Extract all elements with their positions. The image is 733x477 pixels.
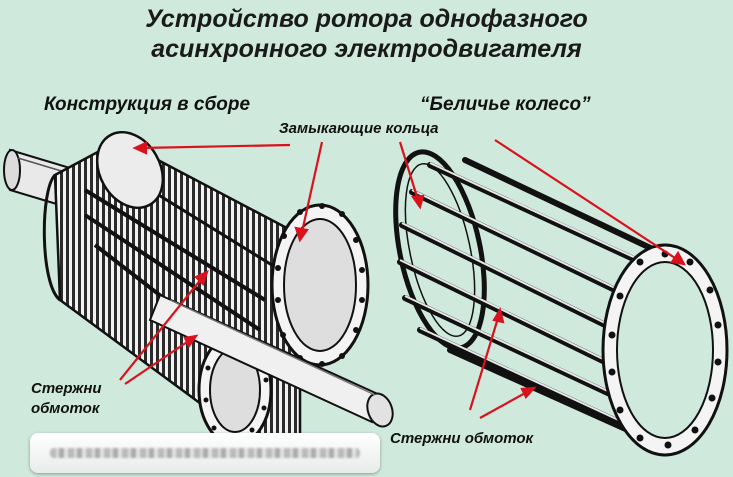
pointer-cage-back <box>398 141 420 201</box>
label-squirrel-cage: “Беличье колесо” <box>420 94 591 115</box>
pointer-cage-front <box>494 139 679 261</box>
shaft-right-end <box>148 293 394 428</box>
cage-bars <box>397 157 683 443</box>
label-closing-rings: Замыкающие кольца <box>279 120 439 137</box>
pointer-bar-left-2 <box>124 339 191 385</box>
blurred-caption-text <box>50 448 360 458</box>
title-line-1: Устройство ротора однофазного <box>145 5 588 33</box>
cage-bar-highlights <box>399 162 641 424</box>
label-winding-bars-right: Стержни обмоток <box>390 430 534 447</box>
diagram-title: Устройство ротора однофазного асинхронно… <box>0 4 733 64</box>
cage-ring-front <box>601 243 729 457</box>
closing-ring-upper <box>270 203 370 367</box>
label-winding-bars-left: Стержни обмоток <box>31 379 102 419</box>
pointer-bar-right-1 <box>468 317 500 411</box>
squirrel-cage <box>393 149 729 457</box>
pointer-bar-right-2 <box>479 391 528 419</box>
label-winding-bars-left-line-1: Стержни <box>31 380 102 397</box>
cage-ring-back <box>393 149 487 351</box>
label-assembled: Конструкция в сборе <box>44 94 251 115</box>
pointer-bar-left-1 <box>119 277 203 381</box>
blurred-caption-bar <box>30 433 380 473</box>
pointer-ring-front <box>300 141 324 233</box>
pointer-ring-back <box>139 143 291 150</box>
label-winding-bars-left-line-2: обмоток <box>31 400 100 417</box>
pointer-lines <box>119 139 687 419</box>
title-line-2: асинхронного электродвигателя <box>151 35 582 63</box>
